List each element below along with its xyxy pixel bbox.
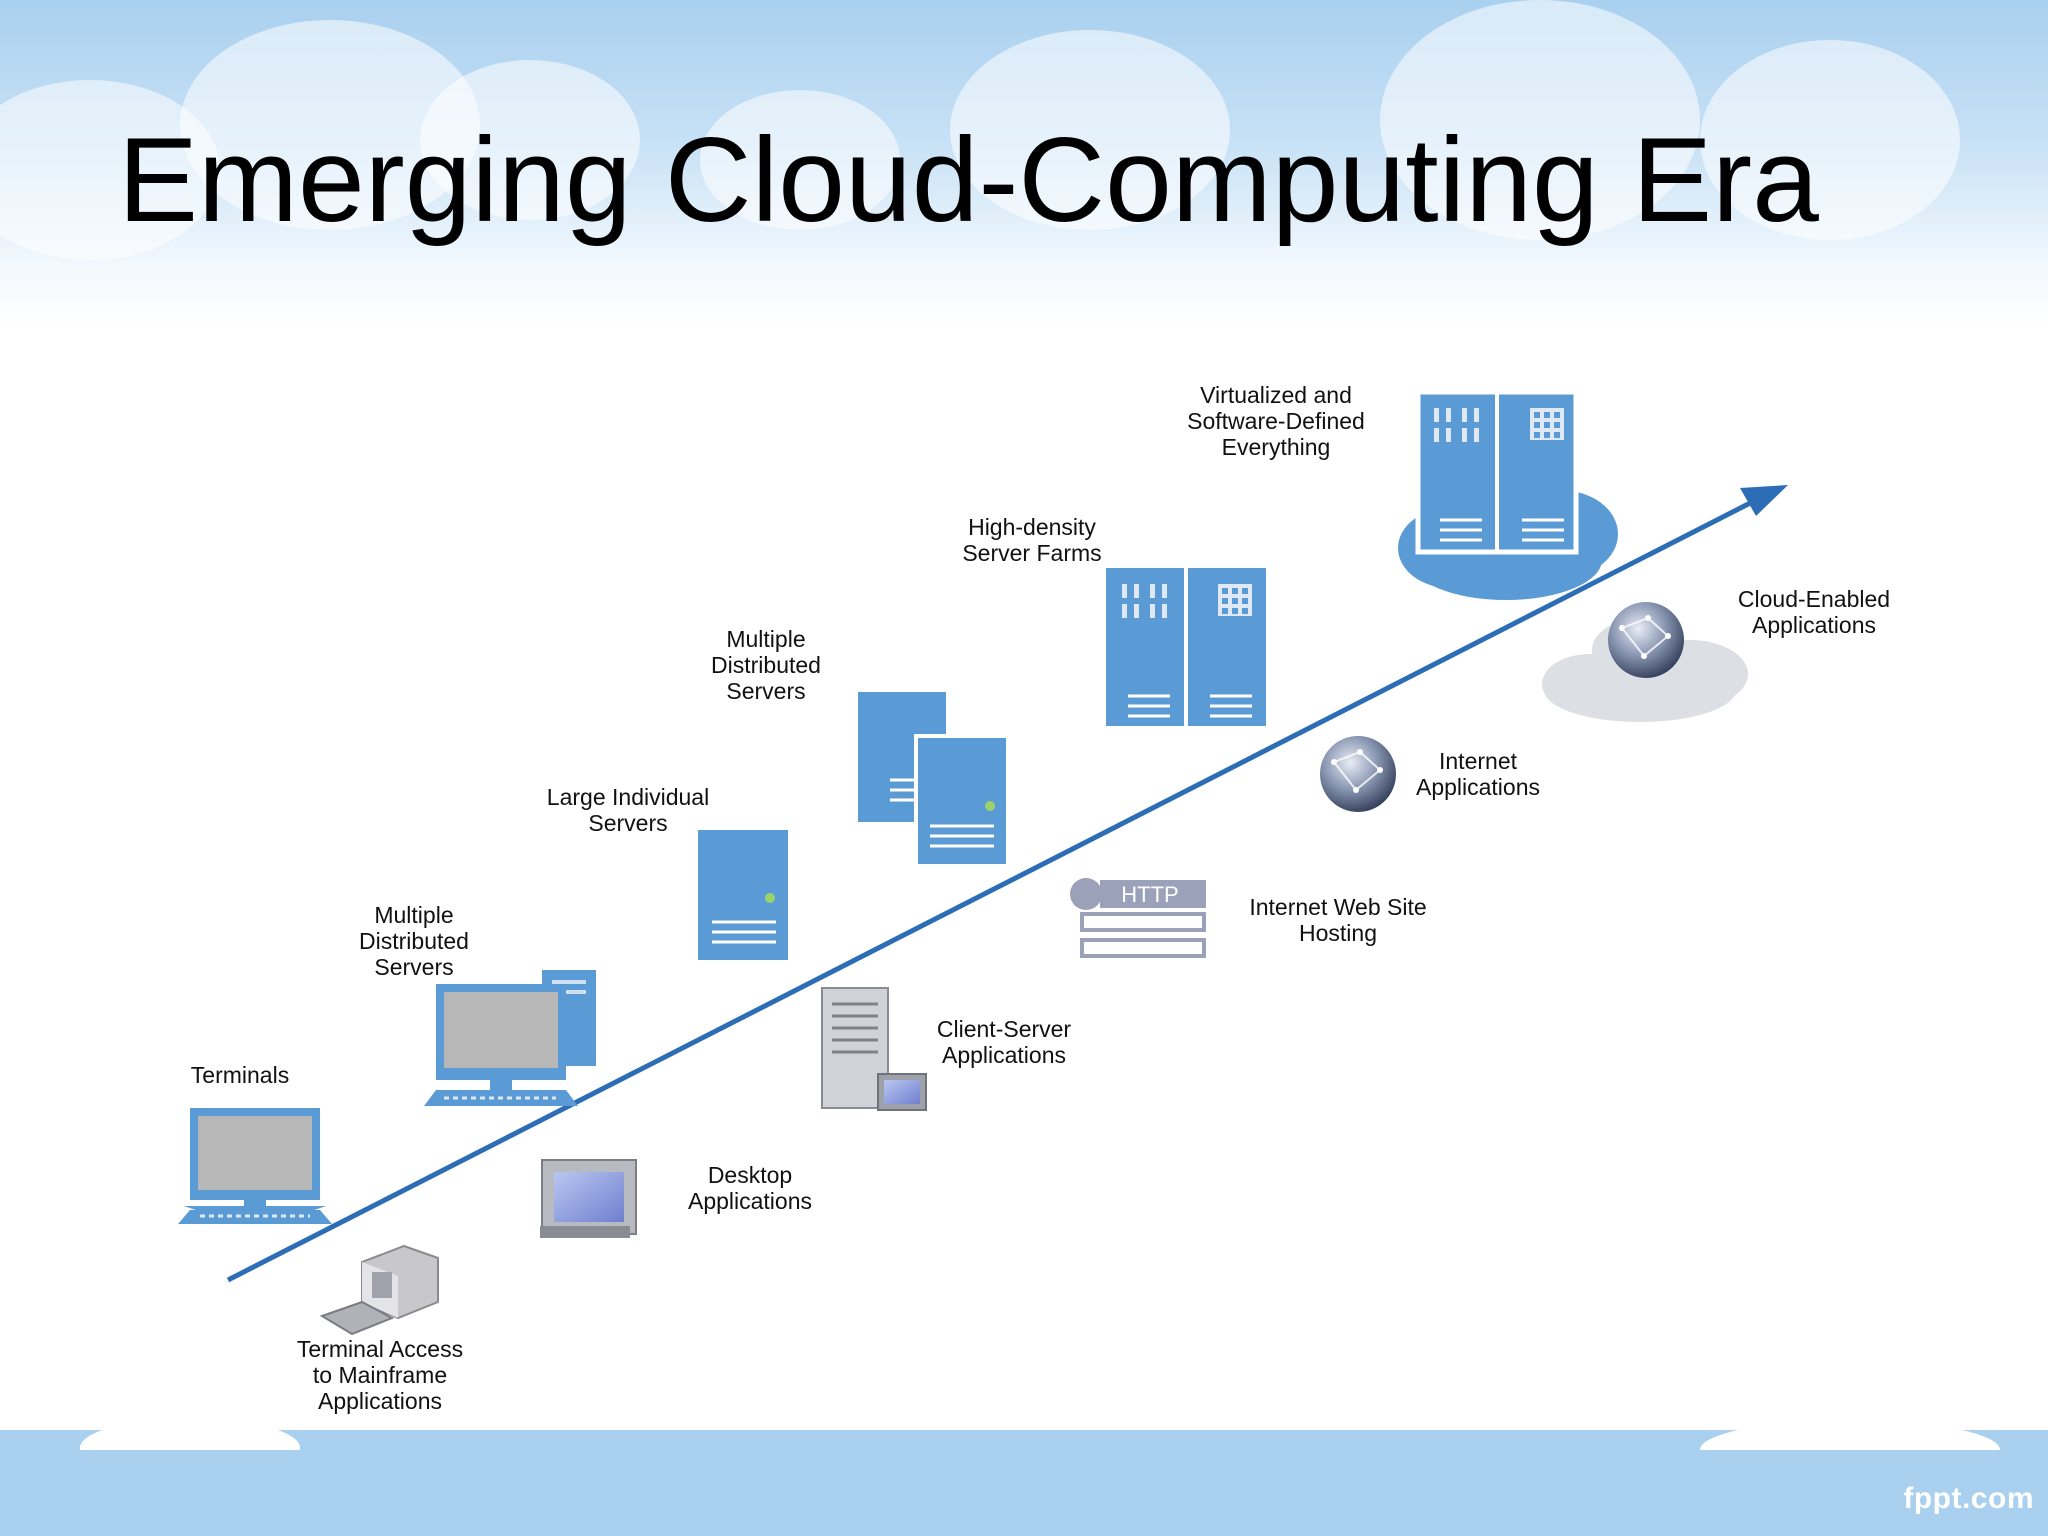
desktop-pc-icon	[424, 970, 596, 1106]
label-internet-apps: Internet Applications	[1415, 748, 1541, 800]
sky-cloud	[1700, 40, 1960, 240]
label-server-farms: High-density Server Farms	[962, 514, 1102, 566]
label-desktop-apps: Desktop Applications	[687, 1162, 813, 1214]
sky-banner	[0, 0, 2048, 330]
label-mainframe-apps: Terminal Access to Mainframe Application…	[296, 1336, 464, 1414]
label-virtualized: Virtualized and Software-Defined Everyth…	[1187, 382, 1365, 460]
growth-arrow	[226, 485, 1788, 1283]
brand-logo: fppt.com	[1903, 1482, 2034, 1515]
sky-cloud	[1380, 0, 1700, 240]
server-rack-icon	[1415, 389, 1579, 555]
label-client-server: Client-Server Applications	[936, 1016, 1072, 1068]
label-cloud-apps: Cloud-Enabled Applications	[1737, 586, 1891, 638]
terminal-icon	[178, 1108, 332, 1224]
http-badge-text: HTTP	[1121, 882, 1178, 907]
label-terminals: Terminals	[190, 1062, 290, 1088]
arrow-head	[1740, 485, 1788, 516]
slide-title: Emerging Cloud-Computing Era	[118, 113, 1819, 247]
crt-computer-icon	[540, 1159, 637, 1238]
arrow-line	[226, 495, 1762, 1283]
sky-cloud	[420, 60, 640, 220]
sky-cloud	[700, 90, 900, 230]
label-pcs: Multiple Distributed Servers	[359, 902, 469, 980]
globe-icon	[1320, 736, 1396, 812]
client-server-icon	[821, 987, 927, 1111]
mainframe-terminal-icon	[319, 1244, 439, 1336]
footer-clouds	[0, 1410, 2048, 1450]
tower-server-icon	[698, 830, 788, 960]
diagram-panel	[104, 330, 1960, 1430]
label-web-hosting: Internet Web Site Hosting	[1249, 894, 1427, 946]
tower-server-icon	[858, 692, 1010, 868]
label-distributed-servers: Multiple Distributed Servers	[711, 626, 821, 704]
sky-cloud	[0, 80, 220, 260]
sky-cloud	[950, 30, 1230, 230]
http-form-icon: HTTP	[1070, 878, 1206, 958]
server-rack-icon	[1106, 568, 1266, 726]
label-large-servers: Large Individual Servers	[546, 784, 710, 836]
globe-icon	[1608, 602, 1684, 678]
